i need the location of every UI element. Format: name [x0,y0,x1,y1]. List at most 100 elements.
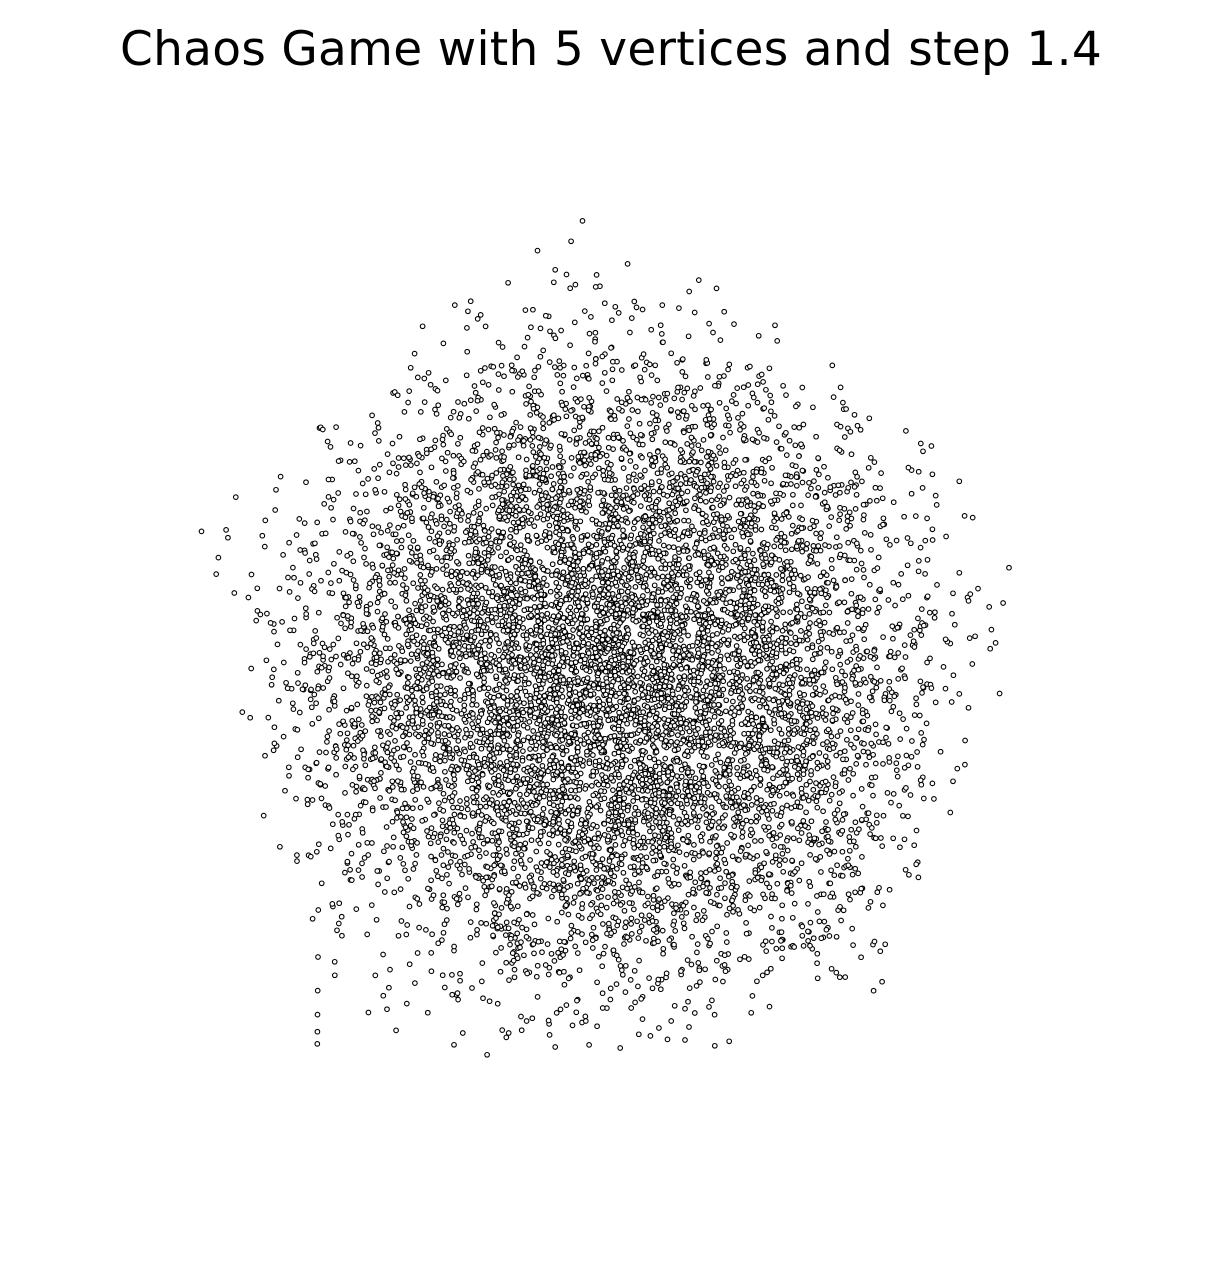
scatter-point [328,656,335,663]
scatter-point [576,787,583,793]
scatter-point [693,691,700,698]
scatter-point [545,971,552,978]
scatter-point [661,898,668,904]
scatter-point [481,650,488,657]
scatter-point [843,406,849,412]
scatter-point [918,632,925,638]
scatter-point [900,716,906,722]
scatter-point [721,464,728,471]
scatter-point [392,797,398,804]
scatter-point [800,943,807,949]
scatter-point [397,855,404,861]
scatter-point [417,469,423,476]
scatter-point [987,645,994,652]
scatter-point [860,748,867,755]
scatter-point [873,497,880,504]
scatter-point [477,510,484,517]
scatter-point [447,508,453,515]
scatter-point [871,459,878,465]
scatter-point [778,516,785,522]
scatter-point [607,996,614,1003]
scatter-point [473,702,480,708]
scatter-point [716,773,723,780]
scatter-point [527,857,533,863]
scatter-point [495,371,502,377]
scatter-point [709,997,715,1004]
scatter-point [403,597,410,604]
scatter-point [656,488,663,495]
scatter-point [721,459,728,466]
scatter-point [374,672,381,679]
scatter-point [424,828,430,834]
scatter-point [680,920,687,927]
scatter-point [504,851,510,857]
scatter-point [903,752,910,759]
scatter-point [364,839,371,846]
scatter-point [457,434,464,441]
scatter-point [780,609,787,616]
scatter-point [543,582,550,589]
scatter-point [692,705,699,711]
scatter-point [733,643,740,649]
scatter-point [865,749,871,756]
scatter-point [652,362,659,369]
scatter-point [441,899,448,906]
scatter-point [514,930,521,937]
scatter-point [531,789,537,795]
scatter-point [602,943,608,950]
scatter-point [439,937,445,943]
scatter-point [521,343,528,350]
scatter-point [467,934,474,941]
scatter-point [776,862,783,868]
scatter-point [373,677,380,684]
scatter-point [439,586,446,593]
scatter-point [903,725,910,732]
scatter-point [381,705,388,712]
scatter-point [454,804,461,811]
scatter-point [437,753,444,760]
scatter-point [667,786,674,793]
scatter-point [391,652,398,658]
scatter-point [648,399,655,406]
scatter-point [737,510,744,517]
scatter-point [506,977,512,983]
scatter-point [558,327,564,334]
scatter-point [755,332,762,339]
scatter-point [779,945,786,952]
scatter-point [831,810,838,817]
scatter-point [449,798,455,805]
scatter-point [412,697,418,704]
scatter-point [280,733,287,740]
scatter-point [721,764,728,771]
scatter-point [486,746,493,752]
scatter-point [470,839,476,845]
scatter-point [559,525,566,532]
scatter-point [574,880,581,887]
scatter-point [752,612,759,618]
scatter-point [820,808,826,815]
scatter-point [908,490,915,497]
scatter-point [387,522,393,528]
scatter-point [847,637,854,644]
scatter-point [602,548,609,555]
scatter-point [594,979,600,986]
scatter-point [294,858,300,864]
scatter-point [852,819,859,826]
scatter-point [533,641,540,648]
scatter-point [723,708,729,715]
scatter-point [599,990,606,997]
scatter-point [307,696,314,703]
scatter-point [712,768,719,774]
scatter-point [609,863,616,870]
scatter-point [598,902,605,909]
scatter-point [597,911,604,918]
scatter-point [648,326,655,333]
scatter-point [517,857,524,864]
scatter-point [664,493,671,499]
scatter-point [483,803,489,810]
scatter-point [546,359,553,365]
scatter-point [809,656,816,663]
scatter-point [972,633,978,640]
scatter-point [657,322,664,329]
scatter-point [605,920,612,927]
